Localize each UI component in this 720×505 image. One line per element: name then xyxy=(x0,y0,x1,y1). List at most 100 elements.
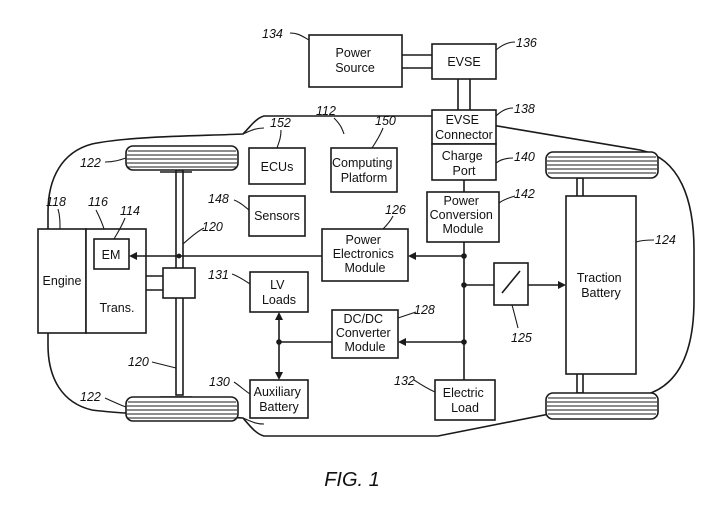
leader-148 xyxy=(233,199,250,211)
ref-130: 130 xyxy=(209,375,230,389)
power-source-box xyxy=(308,34,403,88)
ref-152: 152 xyxy=(270,116,291,130)
em-label: EM xyxy=(102,248,121,262)
auxiliary-battery-box xyxy=(249,379,309,419)
dcdc-converter-box xyxy=(331,309,399,359)
lv-loads-box xyxy=(249,271,309,313)
node-axle-crossing xyxy=(176,253,182,259)
power-conversion-box xyxy=(426,191,500,243)
electric-load-label: Electric Load xyxy=(443,386,487,415)
ref-112: 112 xyxy=(316,104,336,118)
ref-136: 136 xyxy=(516,36,537,50)
evse-connector-box xyxy=(431,109,497,145)
leader-140 xyxy=(495,157,514,164)
evse-box xyxy=(431,43,497,80)
hv-node-contactor xyxy=(461,282,467,288)
evse-label: EVSE xyxy=(447,55,480,69)
ref-134: 134 xyxy=(262,27,283,41)
sensors-label: Sensors xyxy=(254,209,300,223)
ref-120-top: 120 xyxy=(202,220,223,234)
tire-rear-top xyxy=(545,151,659,179)
leader-122-bottom xyxy=(104,397,127,408)
ref-116: 116 xyxy=(88,195,108,209)
auxiliary-battery-label: Auxiliary Battery xyxy=(254,385,305,414)
ref-142: 142 xyxy=(514,187,535,201)
leader-125 xyxy=(511,304,519,329)
ref-122-bottom: 122 xyxy=(80,390,101,404)
arrow-into-traction-battery xyxy=(558,281,566,289)
dcdc-converter-label: DC/DC Converter Module xyxy=(336,312,394,354)
leader-138 xyxy=(495,107,514,117)
leader-124 xyxy=(635,239,655,243)
leader-130 xyxy=(233,381,251,395)
arrow-into-lv-loads xyxy=(275,312,283,320)
tire-front-bottom xyxy=(125,396,239,422)
leader-142 xyxy=(498,195,516,204)
arrow-into-pem xyxy=(408,252,416,260)
leader-112 xyxy=(333,117,345,135)
leader-132 xyxy=(413,379,436,393)
contactor-switch xyxy=(501,270,521,294)
ref-124: 124 xyxy=(655,233,676,247)
ref-114: 114 xyxy=(120,204,140,218)
ref-150: 150 xyxy=(375,114,396,128)
ref-132: 132 xyxy=(394,374,415,388)
traction-battery-box xyxy=(565,195,637,375)
tire-rear-bottom xyxy=(545,392,659,420)
leader-120-bottom xyxy=(151,361,177,369)
computing-platform-box xyxy=(330,147,398,193)
figure-label: FIG. 1 xyxy=(324,469,380,491)
contactor-box xyxy=(493,262,529,306)
leader-118 xyxy=(57,208,61,230)
ref-118: 118 xyxy=(46,195,66,209)
hv-node-pem xyxy=(461,253,467,259)
power-source-label: Power Source xyxy=(335,46,375,75)
differential-box xyxy=(162,267,196,299)
body-inner-line-bottom xyxy=(242,417,265,425)
ref-125: 125 xyxy=(511,331,532,345)
power-electronics-label: Power Electronics Module xyxy=(333,233,398,275)
ref-120-bottom: 120 xyxy=(128,355,149,369)
leader-126 xyxy=(382,215,394,230)
ref-148: 148 xyxy=(208,192,229,206)
leader-116 xyxy=(95,209,105,230)
em-box xyxy=(93,238,130,270)
electric-load-box xyxy=(434,379,496,421)
charge-port-label: Charge Port xyxy=(442,149,486,178)
ref-131: 131 xyxy=(208,268,229,282)
ref-128: 128 xyxy=(414,303,435,317)
leader-150 xyxy=(371,127,384,149)
power-conversion-label: Power Conversion Module xyxy=(430,194,497,236)
traction-battery-label: Traction Battery xyxy=(577,271,625,300)
evse-connector-label: EVSE Connector xyxy=(435,113,493,142)
power-electronics-box xyxy=(321,228,409,282)
ref-122-top: 122 xyxy=(80,156,101,170)
transmission-label: Trans. xyxy=(100,301,135,315)
leader-136 xyxy=(495,41,516,51)
ecus-label: ECUs xyxy=(261,160,294,174)
computing-platform-label: Computing Platform xyxy=(332,156,396,185)
lv-loads-label: LV Loads xyxy=(262,278,296,307)
sensors-box xyxy=(248,195,306,237)
ref-140: 140 xyxy=(514,150,535,164)
tire-front-top xyxy=(125,145,239,171)
ecus-box xyxy=(248,147,306,185)
engine-label: Engine xyxy=(43,274,82,288)
leader-134 xyxy=(289,32,310,41)
lv-node xyxy=(276,339,282,345)
ref-138: 138 xyxy=(514,102,535,116)
charge-port-box xyxy=(431,143,497,181)
ref-126: 126 xyxy=(385,203,406,217)
arrow-into-dcdc xyxy=(398,338,406,346)
leader-128 xyxy=(397,311,417,319)
arrow-into-aux-battery xyxy=(275,372,283,380)
body-inner-line-top xyxy=(242,127,265,135)
arrow-into-em xyxy=(129,252,137,260)
leader-120-top xyxy=(182,227,205,245)
leader-131 xyxy=(231,273,251,285)
leader-122-top xyxy=(104,157,127,163)
leader-114 xyxy=(113,217,126,240)
leader-152 xyxy=(276,129,282,149)
